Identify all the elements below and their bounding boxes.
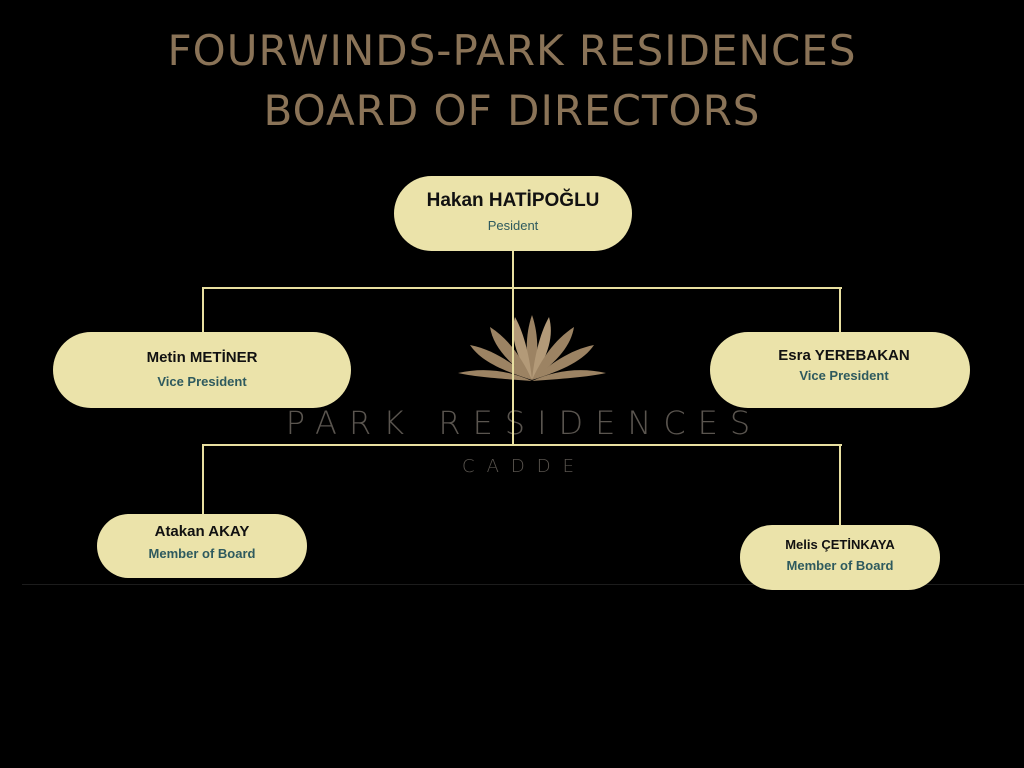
logo-sub: CADDE [462,456,586,477]
divider [22,584,1024,585]
member-name: Atakan AKAY [154,523,250,540]
member-name: Esra YEREBAKAN [778,347,910,364]
connector-line [202,444,842,446]
lotus-logo-icon [458,315,606,381]
connector-line [202,287,204,333]
member-name: Metin METİNER [146,349,258,366]
logo-name: PARK RESIDENCES [285,404,763,442]
title-line-1: FOURWINDS-PARK RESIDENCES [167,26,857,75]
member-name: Melis ÇETİNKAYA [785,537,895,552]
member-card-vp-1: Metin METİNER Vice President [53,332,351,408]
connector-line [839,444,841,526]
connector-line [839,287,841,333]
member-card-vp-2: Esra YEREBAKAN Vice President [710,332,970,408]
connector-line [202,287,842,289]
member-card-board-2: Melis ÇETİNKAYA Member of Board [740,525,940,590]
member-card-president: Hakan HATİPOĞLU Pesident [394,176,632,251]
member-role: Member of Board [148,546,256,561]
member-card-board-1: Atakan AKAY Member of Board [97,514,307,578]
connector-line [512,251,514,445]
connector-line [202,444,204,515]
member-name: Hakan HATİPOĞLU [426,190,600,211]
member-role: Member of Board [786,558,894,573]
member-role: Vice President [799,368,889,383]
member-role: Pesident [487,218,539,233]
member-role: Vice President [157,374,247,389]
title-line-2: BOARD OF DIRECTORS [263,86,761,135]
